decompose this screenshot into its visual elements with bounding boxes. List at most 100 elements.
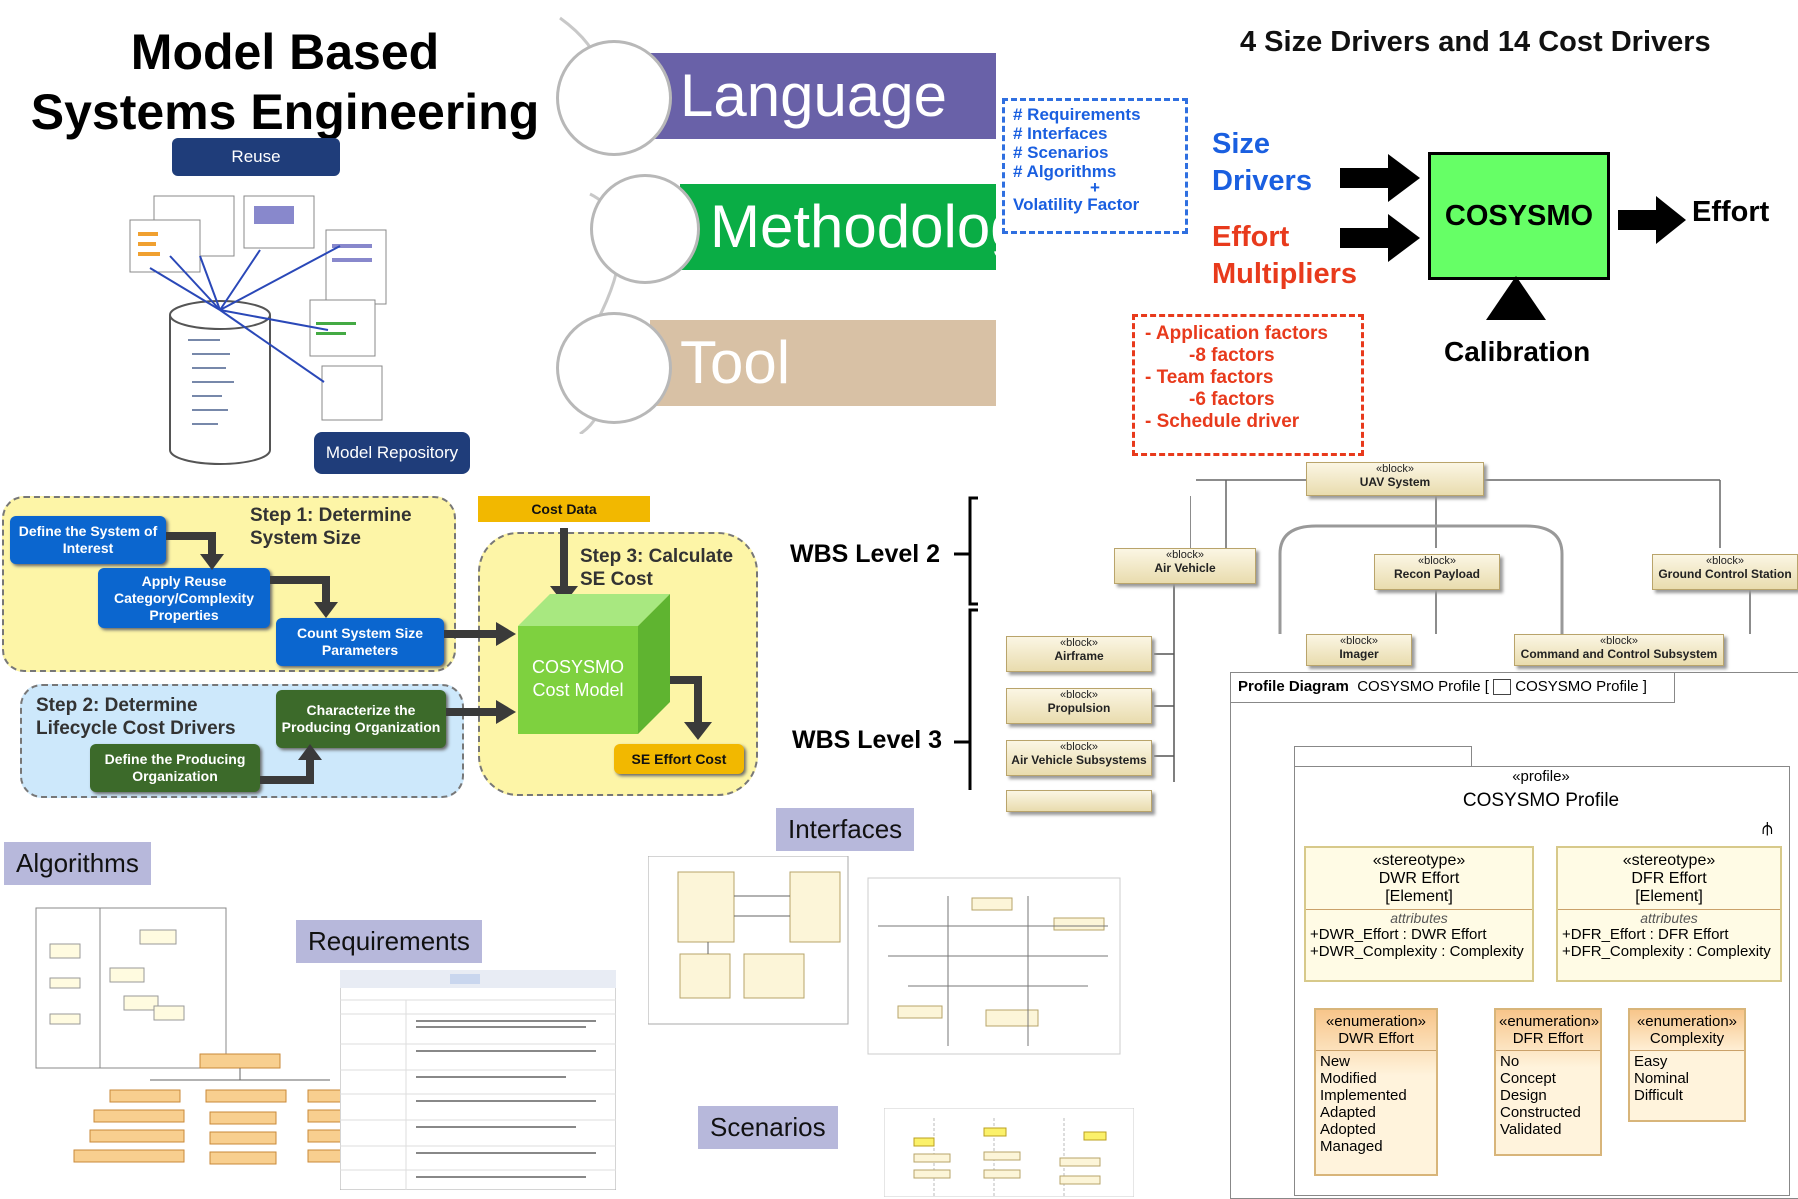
enumeration-header: «enumeration» DFR Effort: [1496, 1010, 1600, 1051]
block-name: Airframe: [1054, 649, 1104, 663]
enumeration-complexity[interactable]: «enumeration» Complexity Easy Nominal Di…: [1628, 1008, 1746, 1122]
arrow-down-icon: [314, 602, 338, 618]
profile-stereotype: «profile»: [1512, 768, 1570, 785]
tag-scenarios: Scenarios: [698, 1106, 838, 1149]
effort-item-8-factors: -8 factors: [1189, 345, 1275, 366]
mbse-title: Model Based Systems Engineering: [20, 22, 550, 142]
stereotype-dwr-effort[interactable]: «stereotype» DWR Effort [Element] attrib…: [1304, 846, 1534, 982]
mbse-title-line1: Model Based: [130, 24, 440, 80]
enum-literal: New: [1320, 1053, 1351, 1070]
size-drivers-box: # Requirements # Interfaces # Scenarios …: [1002, 98, 1188, 234]
tag-interfaces: Interfaces: [776, 808, 915, 851]
size-label-line1: Size: [1212, 128, 1271, 160]
bubble-tool: [556, 312, 672, 424]
algorithms-thumbnail: [35, 907, 350, 1165]
profile-package-tab: [1294, 746, 1472, 767]
input-arrows: [1340, 154, 1420, 262]
block-stereotype: «block»: [1166, 549, 1204, 561]
arrow-right-icon: [1340, 214, 1420, 262]
effort-label-line1: Effort: [1212, 221, 1290, 253]
size-item-requirements: # Requirements: [1013, 105, 1141, 124]
stereotype-dfr-effort[interactable]: «stereotype» DFR Effort [Element] attrib…: [1556, 846, 1782, 982]
arrow-right-icon: [496, 622, 516, 646]
tag-algorithms: Algorithms: [4, 842, 151, 885]
block-recon-payload[interactable]: «block» Recon Payload: [1374, 554, 1500, 590]
characterize-org-label: Characterize the Producing Organization: [281, 702, 441, 735]
block-name: Propulsion: [1047, 701, 1111, 715]
arrow-right-icon: [1340, 154, 1420, 202]
cube-label-line1: COSYSMO: [531, 657, 624, 677]
attributes-header: attributes: [1390, 910, 1448, 926]
reuse-label: Reuse: [231, 147, 281, 166]
effort-output-label: Effort: [1692, 196, 1770, 228]
enum-literal: Managed: [1320, 1138, 1383, 1155]
enum-literal: Design: [1500, 1087, 1547, 1104]
apply-reuse-label: Apply Reuse Category/Complexity Properti…: [113, 572, 255, 623]
block-stereotype: «block»: [1060, 689, 1098, 701]
block-stereotype: «block»: [1060, 637, 1098, 649]
stereotype-name: DWR Effort: [1378, 870, 1460, 887]
size-item-algorithms: # Algorithms: [1013, 162, 1117, 181]
block-ground-control-station[interactable]: «block» Ground Control Station: [1652, 554, 1798, 590]
reuse-callout: Reuse: [172, 138, 340, 176]
band-language-label: Language: [680, 62, 947, 129]
block-imager[interactable]: «block» Imager: [1306, 634, 1412, 666]
attribute-row: +DWR_Complexity : Complexity: [1310, 943, 1524, 960]
effort-item-application: - Application factors: [1145, 323, 1328, 344]
size-item-plus: +: [1090, 178, 1100, 197]
block-stereotype: «block»: [1706, 555, 1744, 567]
enumeration-literals: Easy Nominal Difficult: [1630, 1051, 1744, 1106]
block-stereotype: «block»: [1418, 555, 1456, 567]
model-repository-label: Model Repository: [325, 443, 459, 462]
block-propulsion[interactable]: «block» Propulsion: [1006, 688, 1152, 724]
enumeration-header: «enumeration» DWR Effort: [1316, 1010, 1436, 1051]
block-air-vehicle-subsystems[interactable]: «block» Air Vehicle Subsystems: [1006, 740, 1152, 776]
reuse-illustration: [129, 195, 387, 465]
enumeration-keyword: «enumeration»: [1636, 1013, 1738, 1030]
enumeration-keyword: «enumeration»: [1325, 1013, 1427, 1030]
enumeration-dfr-effort[interactable]: «enumeration» DFR Effort No Concept Desi…: [1494, 1008, 1602, 1156]
size-item-volatility: Volatility Factor: [1013, 195, 1140, 214]
calibration-label: Calibration: [1444, 336, 1591, 367]
bubble-language: [556, 40, 672, 156]
band-tool: Tool: [650, 320, 996, 406]
stereotype-metaclass: [Element]: [1558, 888, 1780, 910]
model-repository-callout: Model Repository: [314, 432, 470, 474]
cosysmo-cube: [518, 594, 670, 734]
arrow-right-icon: [496, 700, 516, 724]
band-methodology: Methodology: [680, 184, 996, 270]
block-air-vehicle[interactable]: «block» Air Vehicle: [1114, 548, 1256, 584]
block-airframe[interactable]: «block» Airframe: [1006, 636, 1152, 672]
block-stereotype: «block»: [1060, 741, 1098, 753]
block-name: Command and Control Subsystem: [1520, 647, 1718, 661]
wbs-brackets: [954, 496, 1175, 790]
cosysmo-model-label: COSYSMO: [1444, 199, 1594, 232]
attribute-row: +DWR_Effort : DWR Effort: [1310, 926, 1487, 943]
effort-multipliers-box: - Application factors -8 factors - Team …: [1132, 314, 1364, 456]
block-name: UAV System: [1359, 475, 1431, 489]
enumeration-name: Complexity: [1649, 1030, 1725, 1047]
arrow-up-icon: [298, 744, 322, 760]
enum-literal: Modified: [1320, 1070, 1377, 1087]
arrow-down-icon: [200, 554, 224, 570]
block-partial: [1006, 790, 1152, 812]
step2-label: Step 2: Determine Lifecycle Cost Drivers: [36, 695, 236, 739]
requirements-thumbnail: [340, 970, 616, 1190]
block-uav-system[interactable]: «block» UAV System: [1306, 462, 1484, 496]
tag-requirements: Requirements: [296, 920, 482, 963]
enum-literal: Easy: [1634, 1053, 1668, 1070]
enumeration-literals: No Concept Design Constructed Validated: [1496, 1051, 1600, 1140]
enumeration-name: DFR Effort: [1512, 1030, 1584, 1047]
enum-literal: Constructed: [1500, 1104, 1581, 1121]
block-command-control[interactable]: «block» Command and Control Subsystem: [1514, 634, 1724, 666]
effort-item-team: - Team factors: [1145, 367, 1274, 388]
enum-literal: Implemented: [1320, 1087, 1407, 1104]
enumeration-dwr-effort[interactable]: «enumeration» DWR Effort New Modified Im…: [1314, 1008, 1438, 1176]
count-size-label: Count System Size Parameters: [296, 625, 424, 658]
block-name: Air Vehicle: [1154, 561, 1216, 575]
stereotype-keyword: «stereotype»: [1622, 852, 1716, 869]
enumeration-keyword: «enumeration»: [1499, 1013, 1600, 1030]
block-stereotype: «block»: [1600, 635, 1638, 647]
block-stereotype: «block»: [1340, 635, 1378, 647]
stereotype-metaclass: [Element]: [1306, 888, 1532, 910]
